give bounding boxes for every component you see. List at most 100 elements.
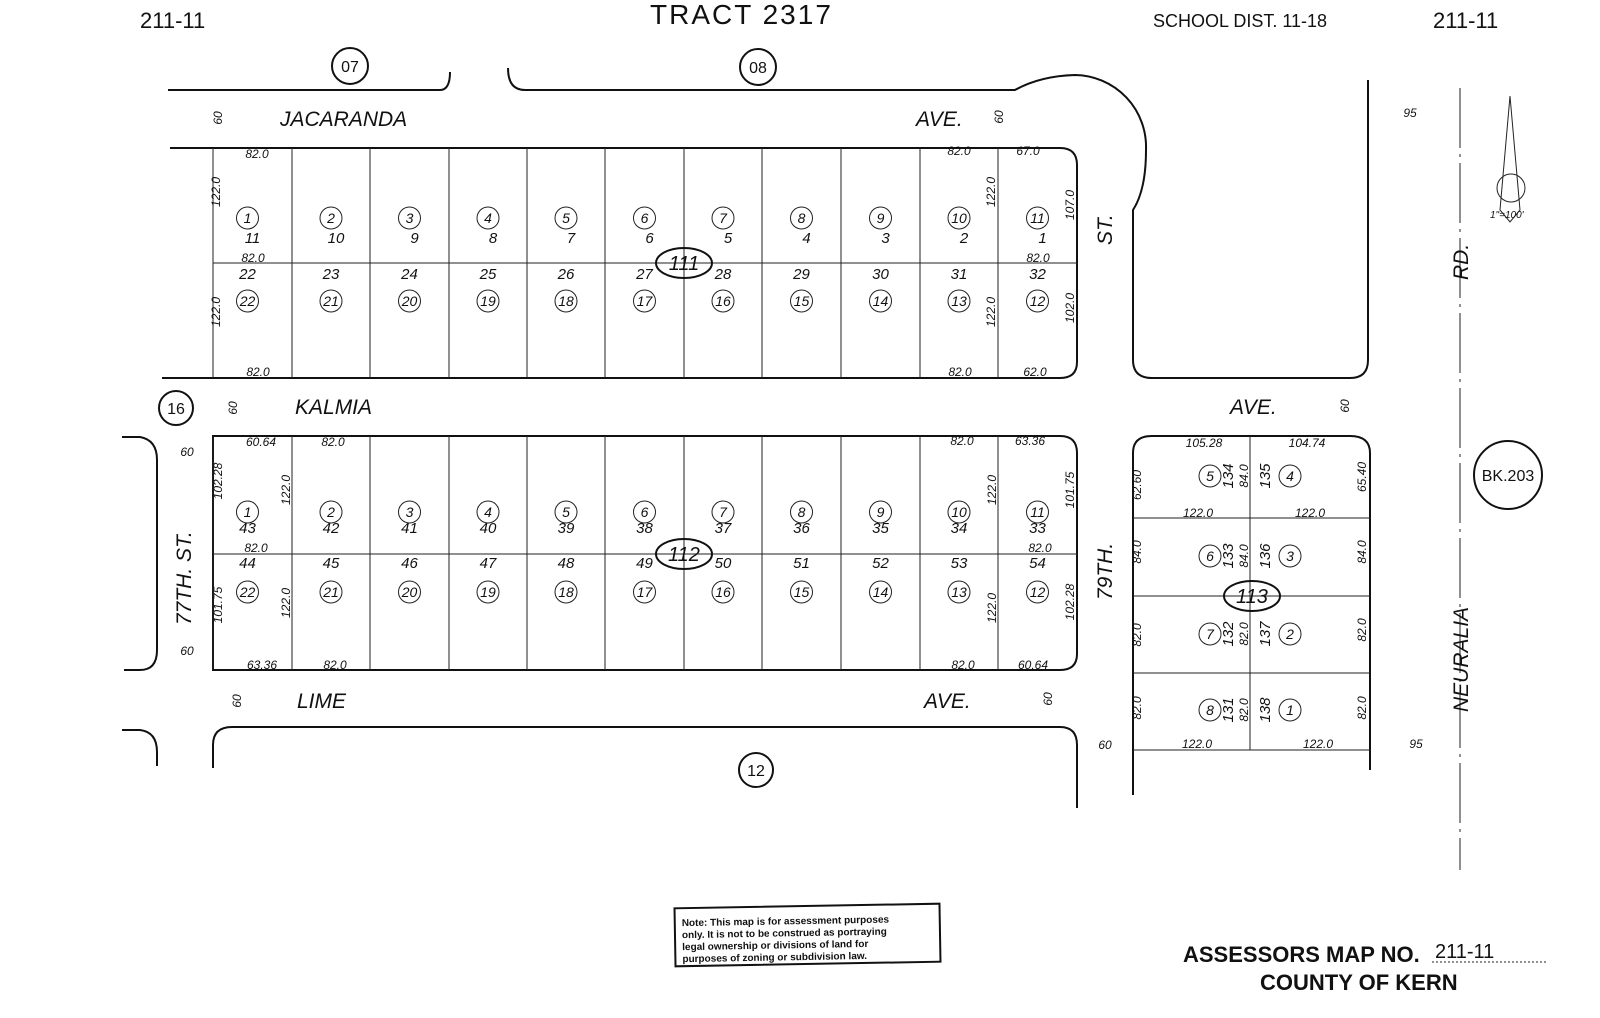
dimension-label: 82.0 <box>321 435 345 449</box>
lot-number: 45 <box>323 555 340 572</box>
svg-text:16: 16 <box>715 293 731 309</box>
svg-text:3: 3 <box>1286 548 1294 564</box>
svg-text:6: 6 <box>641 210 649 226</box>
svg-text:21: 21 <box>322 293 339 309</box>
lot-number: 29 <box>792 266 810 283</box>
school-district: SCHOOL DIST. 11-18 <box>1153 11 1327 31</box>
dimension-label: 82.0 <box>246 365 270 379</box>
street-width-label: 60 <box>230 694 244 708</box>
svg-text:10: 10 <box>951 504 967 520</box>
dimension-label: 82.0 <box>948 365 972 379</box>
svg-text:14: 14 <box>873 293 889 309</box>
street-width-label: 60 <box>1041 692 1055 706</box>
dimension-label: 122.0 <box>984 297 998 327</box>
dimension-label: 107.0 <box>1063 190 1077 220</box>
parcel-number: 4 <box>1278 464 1302 488</box>
block-number-113: 113 <box>1223 580 1281 612</box>
street-jacaranda: JACARANDA <box>279 108 407 131</box>
svg-text:17: 17 <box>637 584 654 600</box>
lot-number: 47 <box>480 555 497 572</box>
svg-text:20: 20 <box>401 584 418 600</box>
parcel-number: 19 <box>476 289 500 313</box>
parcel-number: 12 <box>1026 580 1049 604</box>
footer-title: ASSESSORS MAP NO. <box>1183 942 1420 967</box>
parcel-number: 18 <box>554 289 578 313</box>
parcel-number: 5 <box>1198 464 1222 488</box>
dimension-label: 122.0 <box>985 475 999 505</box>
dimension-label: 62.0 <box>1023 365 1047 379</box>
svg-text:4: 4 <box>484 210 492 226</box>
parcel-number: 22 <box>236 289 259 313</box>
svg-text:4: 4 <box>484 504 492 520</box>
svg-text:07: 07 <box>341 59 359 76</box>
dimension-label: 62.60 <box>1130 470 1144 500</box>
dimension-label: 84.0 <box>1130 540 1144 564</box>
street-79th: 79TH. <box>1094 543 1117 600</box>
svg-text:17: 17 <box>637 293 654 309</box>
svg-text:legal ownership or divisions o: legal ownership or divisions of land for <box>682 939 868 953</box>
dimension-label: 122.0 <box>209 297 223 327</box>
dimension-label: 82.0 <box>1355 696 1369 720</box>
lot-number: 132 <box>1220 621 1237 647</box>
parcel-number: 13 <box>947 580 971 604</box>
parcel-number: 7 <box>711 206 735 230</box>
dimension-label: 82.0 <box>1130 623 1144 647</box>
dimension-label: 82.0 <box>241 251 265 265</box>
parcel-number: 2 <box>319 500 343 524</box>
dimension-label: 67.0 <box>1016 144 1040 158</box>
svg-text:BK.203: BK.203 <box>1482 468 1535 485</box>
lot-number: 33 <box>1029 520 1046 537</box>
dimension-label: 84.0 <box>1355 540 1369 564</box>
dimension-label: 82.0 <box>1130 696 1144 720</box>
parcel-number: 7 <box>711 500 735 524</box>
parcel-number: 6 <box>633 206 656 230</box>
dimension-label: 122.0 <box>985 593 999 623</box>
svg-text:2: 2 <box>1285 626 1294 642</box>
svg-text:12: 12 <box>1030 584 1046 600</box>
parcel-number: 5 <box>554 500 578 524</box>
street-kalmia-ave: AVE. <box>1228 396 1277 419</box>
dimension-label: 65.40 <box>1355 462 1369 492</box>
lot-number: 32 <box>1029 266 1046 283</box>
dimension-label: 63.36 <box>247 658 277 672</box>
parcel-number: 9 <box>869 206 892 230</box>
street-kalmia: KALMIA <box>295 396 372 419</box>
parcel-number: 16 <box>711 289 735 313</box>
map-number-right: 211-11 <box>1433 8 1498 33</box>
lot-number: 35 <box>872 520 889 537</box>
lot-number: 44 <box>239 555 256 572</box>
lot-number: 36 <box>793 520 810 537</box>
parcel-number: 17 <box>633 580 656 604</box>
footer-map-number: 211-11 <box>1435 941 1494 963</box>
dimension-label: 122.0 <box>984 177 998 207</box>
dimension-label: 122.0 <box>279 475 293 505</box>
svg-text:21: 21 <box>322 584 339 600</box>
lot-number: 26 <box>557 266 575 283</box>
svg-text:7: 7 <box>719 210 728 226</box>
dimension-label: 82.0 <box>1237 698 1251 722</box>
lot-number: 10 <box>328 230 345 247</box>
dimension-label: 84.0 <box>1237 544 1251 568</box>
lot-number: 11 <box>245 230 261 247</box>
lot-number: 38 <box>636 520 653 537</box>
lot-number: 23 <box>322 266 340 283</box>
svg-text:only. It is not to be construe: only. It is not to be construed as portr… <box>682 927 887 942</box>
book-ref-203: BK.203 <box>1473 440 1543 510</box>
dimension-label: 122.0 <box>279 588 293 618</box>
street-lime: LIME <box>297 690 347 713</box>
parcel-number: 3 <box>398 500 421 524</box>
lot-number: 134 <box>1220 463 1237 488</box>
lot-number: 22 <box>238 266 256 283</box>
block-number-111: 111 <box>655 247 713 279</box>
street-width-label: 60 <box>211 111 225 125</box>
svg-text:111: 111 <box>669 253 699 275</box>
lot-number: 137 <box>1257 621 1274 647</box>
map-ref-08: 08 <box>739 48 777 86</box>
lot-number: 9 <box>410 230 419 247</box>
svg-text:6: 6 <box>641 504 649 520</box>
parcel-number: 3 <box>1278 544 1302 568</box>
tract-title: TRACT 2317 <box>650 0 833 30</box>
street-rd: RD. <box>1450 244 1473 280</box>
parcel-number: 5 <box>554 206 578 230</box>
